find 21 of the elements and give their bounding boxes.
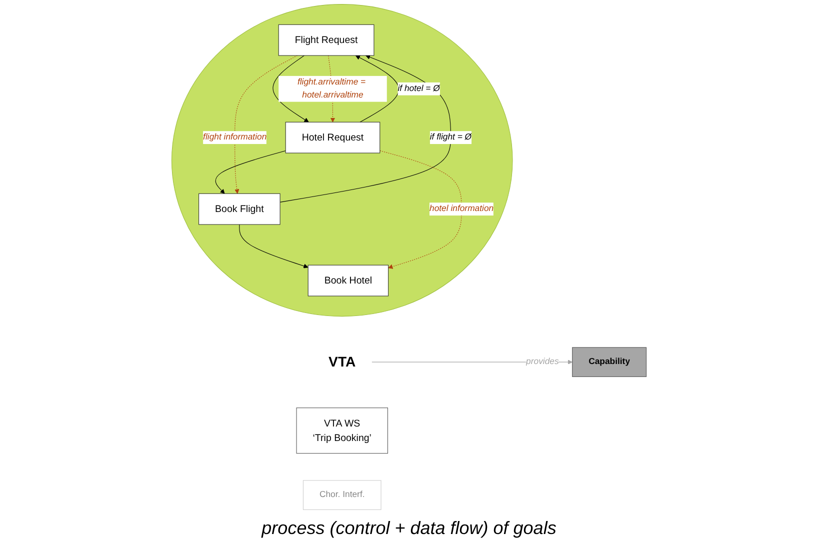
edge-label: provides bbox=[526, 357, 559, 366]
node-box: Book Hotel bbox=[308, 264, 389, 296]
node-box: Flight Request bbox=[278, 24, 374, 56]
node-box: Book Flight bbox=[198, 193, 280, 225]
arrow bbox=[215, 150, 286, 194]
arrow bbox=[234, 55, 298, 194]
edge-label: hotel information bbox=[430, 204, 494, 214]
arrow bbox=[380, 150, 462, 269]
arrow bbox=[272, 55, 309, 122]
edge-label: flight.arrivaltime = hotel.arrivaltime bbox=[297, 77, 366, 100]
arrow bbox=[239, 224, 308, 268]
caption: process (control + data flow) of goals bbox=[262, 518, 556, 539]
edge-label: flight information bbox=[203, 132, 267, 142]
edge-label: if flight = Ø bbox=[430, 132, 472, 142]
node-box: Capability bbox=[572, 347, 647, 377]
edge-label: if hotel = Ø bbox=[398, 84, 440, 94]
arrow bbox=[355, 55, 400, 122]
node-text: VTA bbox=[328, 354, 356, 370]
node-box: VTA WS ‘Trip Booking’ bbox=[296, 408, 388, 454]
node-box: Chor. Interf. bbox=[302, 480, 382, 510]
node-box: Hotel Request bbox=[285, 122, 380, 154]
